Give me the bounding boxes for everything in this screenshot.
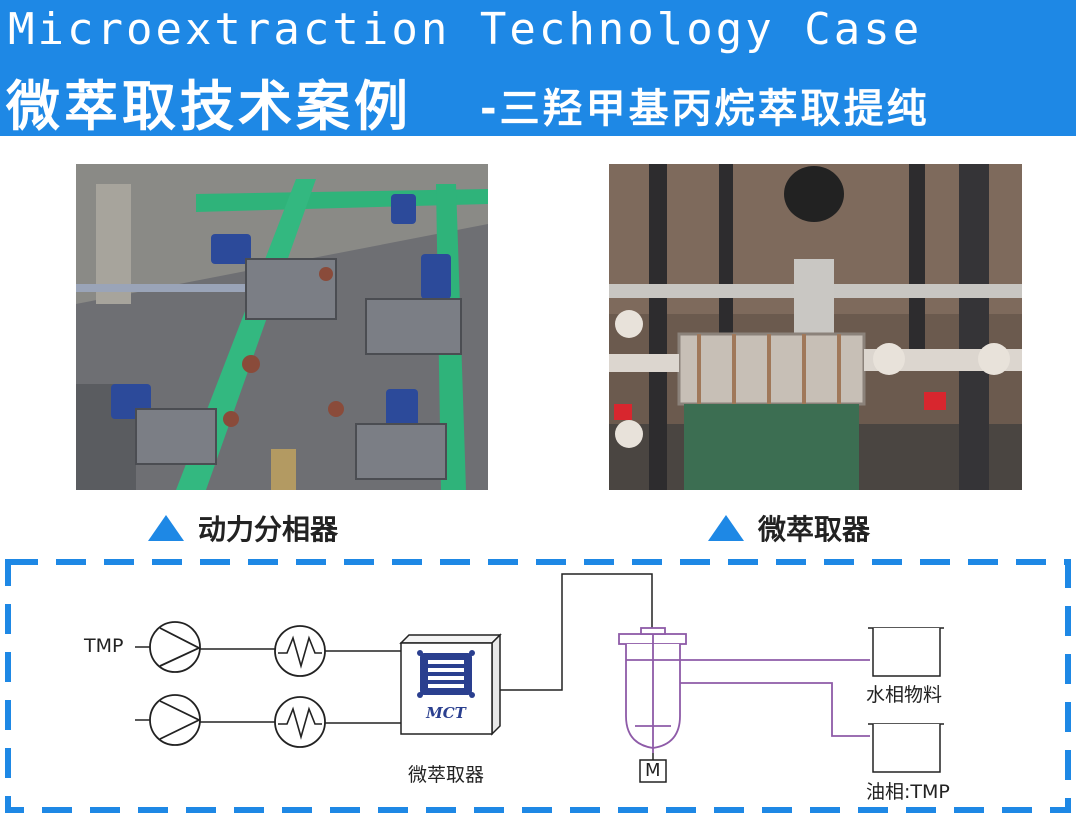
photo-dynamic-phase-separator — [76, 164, 488, 490]
caption-dynamic-phase-separator: 动力分相器 — [148, 508, 338, 548]
triangle-up-icon — [148, 515, 184, 541]
heat-exchanger-icon — [274, 696, 326, 748]
title-english: Microextraction Technology Case — [8, 4, 923, 55]
dashed-border — [5, 559, 1071, 813]
caption-text: 微萃取器 — [758, 513, 871, 546]
process-flow-svg: MCT — [5, 559, 1071, 813]
title-chinese-main: 微萃取技术案例 — [6, 75, 412, 138]
tank-aqueous-label: 水相物料 — [866, 684, 943, 706]
motor-label: M — [645, 760, 661, 781]
motor-box — [639, 759, 667, 783]
triangle-up-icon — [708, 515, 744, 541]
photo-micro-extractor — [609, 164, 1022, 490]
tank-oil-label: 油相:TMP — [866, 781, 950, 803]
pump-icon — [149, 694, 202, 746]
photo-micro-extractor-illustration — [609, 164, 1022, 490]
header-banner — [0, 0, 1076, 136]
title-chinese-sub: -三羟甲基丙烷萃取提纯 — [480, 86, 930, 132]
input-label-tmp: TMP — [84, 635, 124, 657]
tank-oil — [868, 723, 944, 773]
caption-micro-extractor: 微萃取器 — [708, 508, 870, 548]
process-flow-diagram: MCT TMP 微萃取器 M 水相物料 油相:TMP — [0, 548, 1076, 817]
extractor-label: 微萃取器 — [408, 764, 485, 786]
pump-icon — [149, 621, 202, 673]
photo-dynamic-phase-separator-illustration — [76, 164, 488, 490]
heat-exchanger-icon — [274, 625, 326, 677]
tank-aqueous — [868, 627, 944, 677]
caption-text: 动力分相器 — [198, 513, 339, 546]
phase-separator-vessel — [618, 627, 870, 753]
micro-extractor-unit: MCT — [399, 633, 502, 736]
outlet-pipe — [500, 573, 653, 691]
mct-logo-text: MCT — [425, 704, 468, 722]
mct-logo-icon — [417, 650, 475, 698]
